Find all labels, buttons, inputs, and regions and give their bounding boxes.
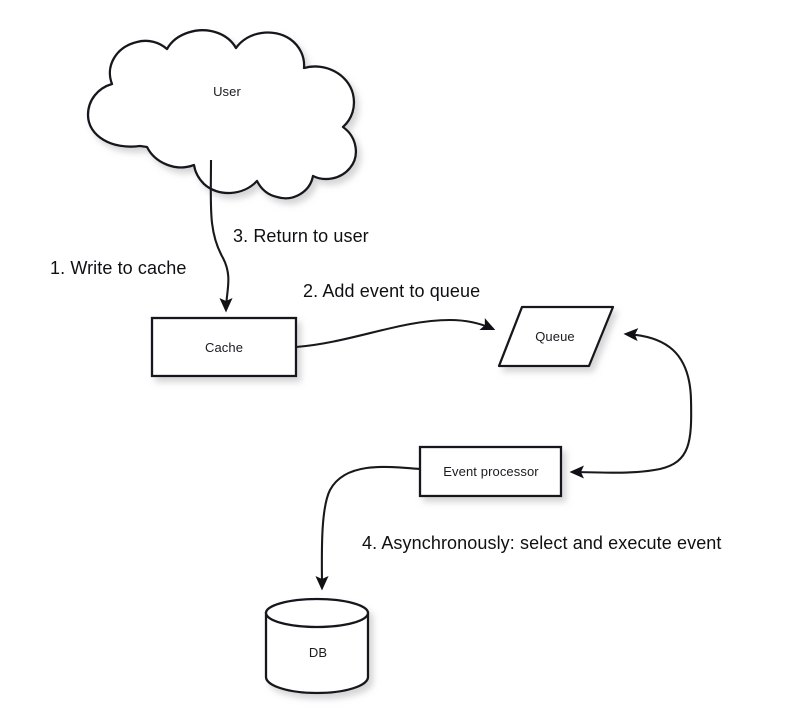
edge-cache-to-queue[interactable] bbox=[295, 318, 496, 349]
event-processor-shape bbox=[418, 445, 563, 498]
step-label-1-write-to-cache: 1. Write to cache bbox=[50, 258, 187, 278]
node-user[interactable] bbox=[86, 29, 358, 200]
edge-user-to-cache[interactable] bbox=[209, 159, 233, 313]
db-body bbox=[264, 611, 370, 695]
step-label-4-asynchronously-select-and-execute-event: 4. Asynchronously: select and execute ev… bbox=[362, 533, 722, 553]
edge-event-processor-to-db[interactable] bbox=[315, 465, 421, 591]
step-label-3-return-to-user: 3. Return to user bbox=[233, 226, 369, 246]
node-queue[interactable] bbox=[497, 305, 615, 368]
queue-shape bbox=[497, 305, 615, 368]
edge-queue-to-event-processor[interactable] bbox=[569, 328, 693, 479]
step-label-2-add-event-to-queue: 2. Add event to queue bbox=[303, 281, 481, 301]
node-event-processor[interactable] bbox=[418, 445, 563, 498]
db-top-ellipse bbox=[264, 597, 370, 629]
node-db[interactable] bbox=[264, 597, 370, 695]
cloud-shape bbox=[86, 29, 358, 200]
cache-shape bbox=[150, 316, 298, 378]
node-cache[interactable] bbox=[150, 316, 298, 378]
